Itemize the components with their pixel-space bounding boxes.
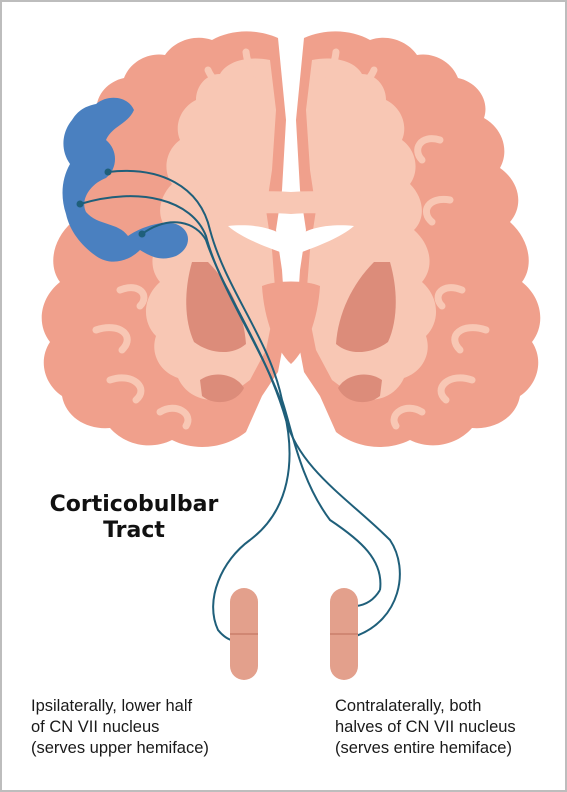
diagram-title: Corticobulbar Tract bbox=[34, 492, 234, 544]
title-line-2: Tract bbox=[34, 518, 234, 544]
left-caption-line-2: of CN VII nucleus bbox=[31, 717, 209, 738]
tract-fiber-4 bbox=[356, 590, 380, 606]
facial-nuclei bbox=[230, 588, 358, 680]
right-caption-line-2: halves of CN VII nucleus bbox=[335, 717, 516, 738]
left-caption-line-1: Ipsilaterally, lower half bbox=[31, 696, 209, 717]
left-caption: Ipsilaterally, lower half of CN VII nucl… bbox=[31, 696, 209, 759]
right-caption-line-3: (serves entire hemiface) bbox=[335, 738, 516, 759]
right-caption: Contralaterally, both halves of CN VII n… bbox=[335, 696, 516, 759]
title-line-1: Corticobulbar bbox=[34, 492, 234, 518]
left-caption-line-3: (serves upper hemiface) bbox=[31, 738, 209, 759]
right-caption-line-1: Contralaterally, both bbox=[335, 696, 516, 717]
